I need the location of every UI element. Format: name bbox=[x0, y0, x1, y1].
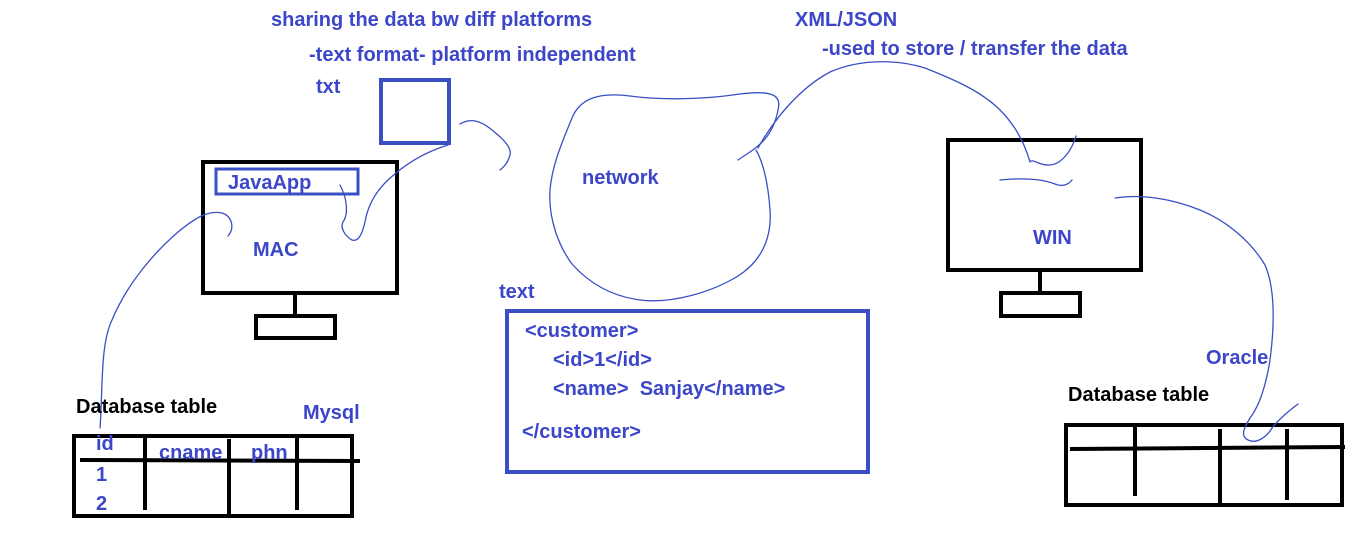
win-computer bbox=[946, 138, 1143, 318]
oracle-label: Oracle bbox=[1206, 347, 1269, 369]
right-table-header-line bbox=[1069, 445, 1346, 451]
network-label: network bbox=[582, 167, 659, 189]
left-table-header-line bbox=[79, 458, 361, 463]
text-label: text bbox=[499, 281, 535, 303]
left-table-outline bbox=[72, 434, 354, 518]
mysql-label: Mysql bbox=[303, 402, 360, 424]
network-to-win-connector bbox=[757, 61, 1077, 187]
mac-label: MAC bbox=[253, 239, 299, 261]
text-format-annotation: -text format- platform independent bbox=[309, 44, 636, 66]
xml-line: </customer> bbox=[522, 421, 641, 443]
left-database-table bbox=[72, 434, 361, 518]
win-monitor bbox=[946, 138, 1143, 272]
db-to-javaapp-connector bbox=[99, 211, 233, 429]
xml-json-annotation: XML/JSON bbox=[795, 9, 898, 31]
xml-line: <id>1</id> bbox=[553, 349, 652, 371]
left-table-header-id: id bbox=[96, 433, 114, 455]
network-cloud bbox=[549, 92, 780, 302]
sharing-annotation: sharing the data bw diff platforms bbox=[271, 9, 593, 31]
mac-monitor bbox=[201, 160, 399, 295]
xml-line: <name> Sanjay</name> bbox=[553, 378, 786, 400]
win-label: WIN bbox=[1033, 227, 1072, 249]
left-table-cell: 1 bbox=[96, 464, 108, 486]
txt-to-network-connector bbox=[459, 119, 511, 171]
mac-monitor-base bbox=[254, 314, 337, 340]
javaapp-to-txt-connector bbox=[339, 144, 449, 241]
mac-computer bbox=[201, 160, 399, 340]
javaapp-label: JavaApp bbox=[228, 172, 312, 194]
xml-text-box bbox=[505, 309, 870, 474]
right-database-table bbox=[1064, 423, 1346, 507]
used-to-annotation: -used to store / transfer the data bbox=[822, 38, 1128, 60]
txt-label: txt bbox=[316, 76, 341, 98]
left-table-header-cname: cname bbox=[159, 442, 223, 464]
win-monitor-base bbox=[999, 291, 1082, 318]
javaapp-box bbox=[214, 167, 360, 196]
right-table-title: Database table bbox=[1068, 384, 1210, 406]
txt-file-box bbox=[379, 78, 451, 145]
xml-line: <customer> bbox=[525, 320, 639, 342]
left-table-header-phn: phn bbox=[251, 442, 288, 464]
right-table-outline bbox=[1064, 423, 1344, 507]
win-to-oracle-connector bbox=[1114, 195, 1299, 442]
left-table-cell: 2 bbox=[96, 493, 108, 515]
left-table-title: Database table bbox=[76, 396, 218, 418]
